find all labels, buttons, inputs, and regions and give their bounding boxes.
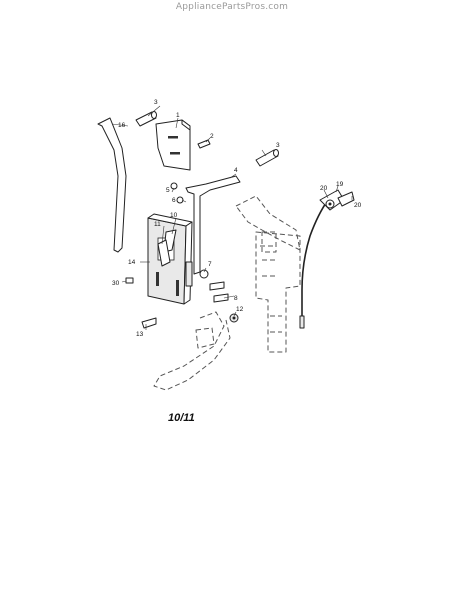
washer-6	[176, 196, 184, 204]
ghost-chassis	[235, 195, 301, 353]
ghost-base-arm	[153, 311, 231, 391]
link-11	[157, 239, 171, 267]
nut-12	[229, 313, 239, 323]
callout-3-upper: 3	[154, 99, 158, 106]
bracket-1	[155, 119, 191, 171]
callout-2: 2	[210, 133, 214, 140]
clip-7	[185, 261, 209, 287]
callout-4: 4	[234, 167, 238, 174]
rod-4	[185, 175, 241, 275]
callout-30: 30	[112, 280, 120, 287]
spacer-3-right	[255, 149, 279, 167]
callout-1: 1	[176, 112, 180, 119]
screw-2	[197, 139, 211, 149]
washer-5	[170, 182, 178, 190]
callout-20-right: 20	[354, 202, 362, 209]
callout-20-left: 20	[320, 185, 328, 192]
fastener-30	[125, 277, 134, 284]
callout-11: 11	[154, 221, 161, 228]
callout-5: 5	[166, 187, 170, 194]
callout-6: 6	[172, 197, 176, 204]
bolt-8	[209, 281, 229, 303]
handle-rod-16	[97, 117, 127, 253]
callout-8: 8	[234, 295, 238, 302]
figure-caption: 10/11	[168, 412, 195, 424]
callout-3-right: 3	[276, 142, 280, 149]
callout-19: 19	[336, 181, 344, 188]
callout-16: 16	[118, 122, 126, 129]
callout-14: 14	[128, 259, 136, 266]
watermark: AppliancePartsPros.com	[175, 2, 289, 12]
screw-13	[141, 317, 157, 329]
cable-assembly-19	[299, 189, 355, 329]
callout-7: 7	[208, 261, 212, 268]
callout-12: 12	[236, 306, 244, 313]
leader-lines	[111, 105, 353, 330]
spacer-3-upper	[135, 111, 157, 127]
callout-13: 13	[136, 331, 144, 338]
callout-10: 10	[170, 212, 178, 219]
